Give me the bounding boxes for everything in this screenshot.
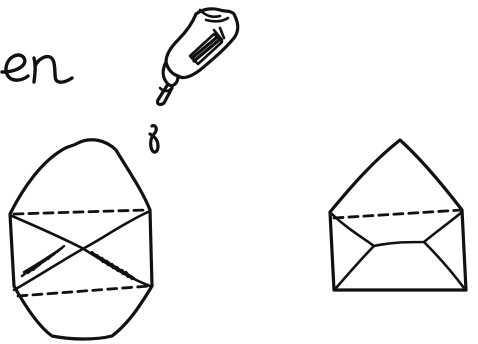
unfolded-envelope-icon	[10, 140, 152, 339]
handwritten-word: en	[2, 55, 72, 82]
glue-drop-icon	[150, 126, 158, 152]
glue-bottle-icon	[157, 9, 237, 105]
folded-envelope-icon	[330, 140, 466, 290]
